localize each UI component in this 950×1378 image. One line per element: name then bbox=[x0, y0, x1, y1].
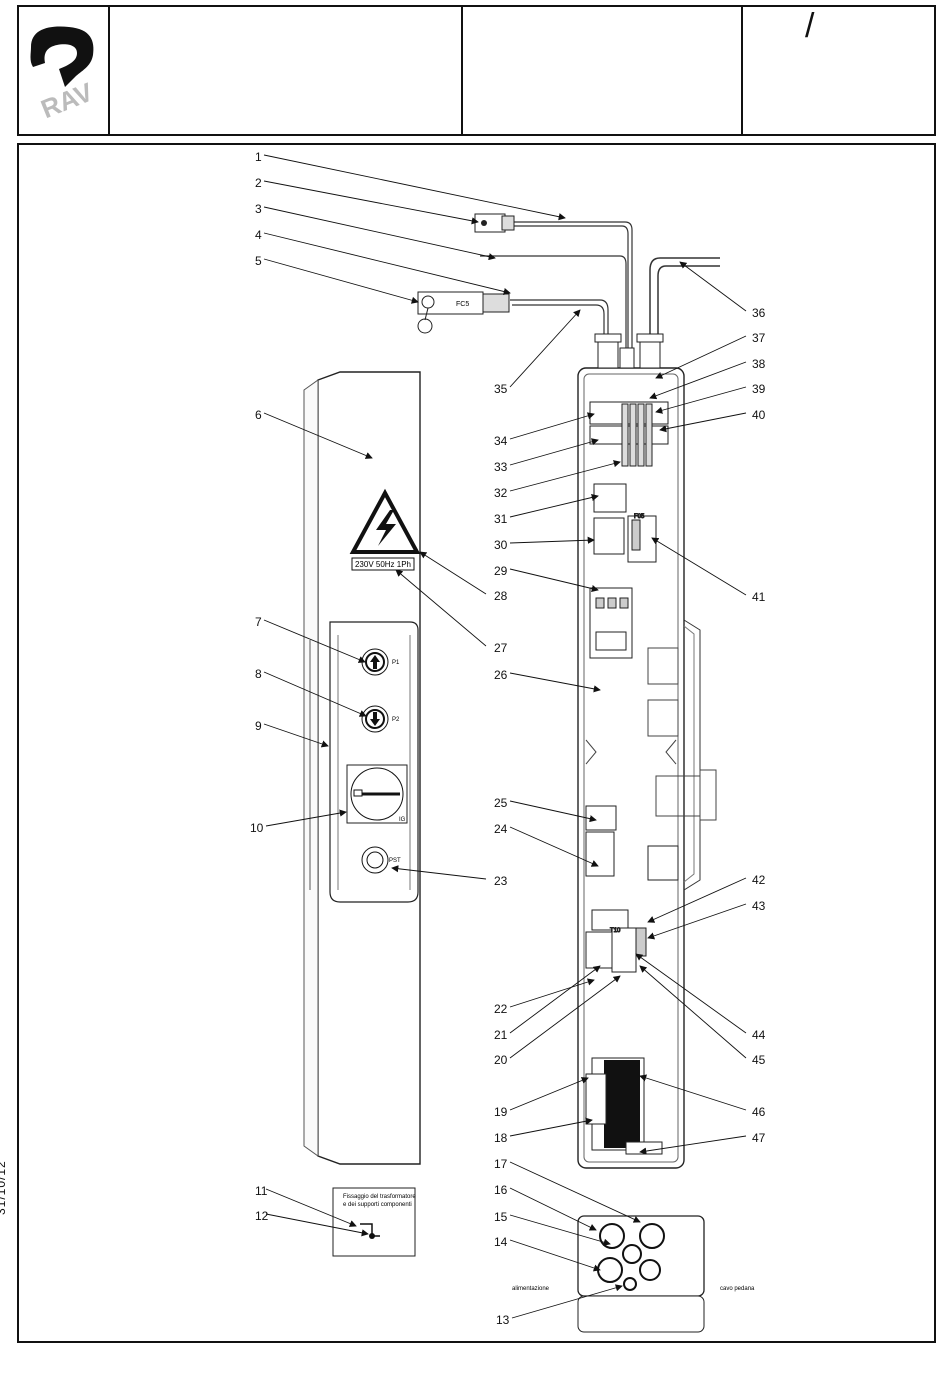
callout-32: 32 bbox=[494, 486, 508, 500]
leader-line-5 bbox=[264, 259, 418, 302]
callout-20: 20 bbox=[494, 1053, 508, 1067]
callout-36: 36 bbox=[752, 306, 766, 320]
callout-11: 11 bbox=[255, 1184, 268, 1198]
callout-34: 34 bbox=[494, 434, 508, 448]
callout-46: 46 bbox=[752, 1105, 766, 1119]
leader-line-19 bbox=[510, 1078, 588, 1110]
callout-29: 29 bbox=[494, 564, 508, 578]
leader-line-1 bbox=[264, 155, 565, 218]
leader-line-3 bbox=[264, 207, 495, 258]
callout-3: 3 bbox=[255, 202, 262, 216]
leader-line-16 bbox=[510, 1188, 596, 1230]
callout-33: 33 bbox=[494, 460, 508, 474]
callout-45: 45 bbox=[752, 1053, 766, 1067]
callout-4: 4 bbox=[255, 228, 262, 242]
cable-glands bbox=[595, 334, 663, 368]
limit-switch-label: FC5 bbox=[456, 301, 469, 308]
voltage-label: 230V 50Hz 1Ph bbox=[355, 560, 411, 569]
callout-10: 10 bbox=[250, 821, 264, 835]
callout-38: 38 bbox=[752, 357, 766, 371]
power-supply-label: alimentazione bbox=[512, 1286, 550, 1292]
leader-line-4 bbox=[264, 233, 510, 293]
leader-line-2 bbox=[264, 181, 478, 222]
callout-8: 8 bbox=[255, 667, 262, 681]
callout-2: 2 bbox=[255, 176, 262, 190]
callout-19: 19 bbox=[494, 1105, 508, 1119]
upper-fuse-label: F05 bbox=[634, 514, 645, 520]
callout-27: 27 bbox=[494, 641, 508, 655]
callout-25: 25 bbox=[494, 796, 508, 810]
callout-14: 14 bbox=[494, 1235, 508, 1249]
leader-line-28 bbox=[420, 552, 486, 594]
callout-47: 47 bbox=[752, 1131, 766, 1145]
callout-28: 28 bbox=[494, 589, 508, 603]
platform-cable-label: cavo pedana bbox=[720, 1286, 755, 1292]
callout-5: 5 bbox=[255, 254, 262, 268]
callout-16: 16 bbox=[494, 1183, 508, 1197]
selector-label: IG bbox=[399, 817, 406, 823]
callout-40: 40 bbox=[752, 408, 766, 422]
callout-42: 42 bbox=[752, 873, 766, 887]
callout-18: 18 bbox=[494, 1131, 508, 1145]
leader-line-37 bbox=[656, 336, 746, 378]
callout-26: 26 bbox=[494, 668, 508, 682]
detail-note-line1: Fissaggio del trasformatore bbox=[343, 1194, 416, 1200]
leader-line-35 bbox=[510, 310, 580, 387]
contactor bbox=[590, 588, 632, 658]
callout-1: 1 bbox=[255, 150, 262, 164]
callout-24: 24 bbox=[494, 822, 508, 836]
callout-30: 30 bbox=[494, 538, 508, 552]
callout-35: 35 bbox=[494, 382, 508, 396]
down-button-label: P2 bbox=[392, 717, 400, 723]
leader-line-17 bbox=[510, 1162, 640, 1222]
up-button-label: P1 bbox=[392, 660, 400, 666]
callout-22: 22 bbox=[494, 1002, 508, 1016]
stop-button-label: PST bbox=[389, 858, 401, 864]
sensor-component bbox=[475, 214, 514, 232]
callout-41: 41 bbox=[752, 590, 766, 604]
electrical-cabinet: F05 T10 bbox=[578, 334, 716, 1168]
lower-fuse-label: T10 bbox=[610, 928, 621, 934]
callout-17: 17 bbox=[494, 1157, 508, 1171]
callout-15: 15 bbox=[494, 1210, 508, 1224]
limit-switch: FC5 bbox=[418, 292, 509, 333]
cables bbox=[480, 222, 720, 348]
callout-23: 23 bbox=[494, 874, 508, 888]
callout-13: 13 bbox=[496, 1313, 510, 1327]
callout-37: 37 bbox=[752, 331, 766, 345]
main-selector-switch: IG bbox=[347, 765, 407, 823]
detail-note-line2: e dei supporti componenti bbox=[343, 1202, 412, 1208]
cabinet-bottom-view: alimentazione cavo pedana bbox=[512, 1216, 755, 1332]
callout-39: 39 bbox=[752, 382, 766, 396]
callout-9: 9 bbox=[255, 719, 262, 733]
callout-43: 43 bbox=[752, 899, 766, 913]
callout-44: 44 bbox=[752, 1028, 766, 1042]
leader-line-36 bbox=[680, 262, 746, 311]
callout-12: 12 bbox=[255, 1209, 269, 1223]
callout-21: 21 bbox=[494, 1028, 508, 1042]
callout-6: 6 bbox=[255, 408, 262, 422]
callout-7: 7 bbox=[255, 615, 262, 629]
callout-31: 31 bbox=[494, 512, 508, 526]
